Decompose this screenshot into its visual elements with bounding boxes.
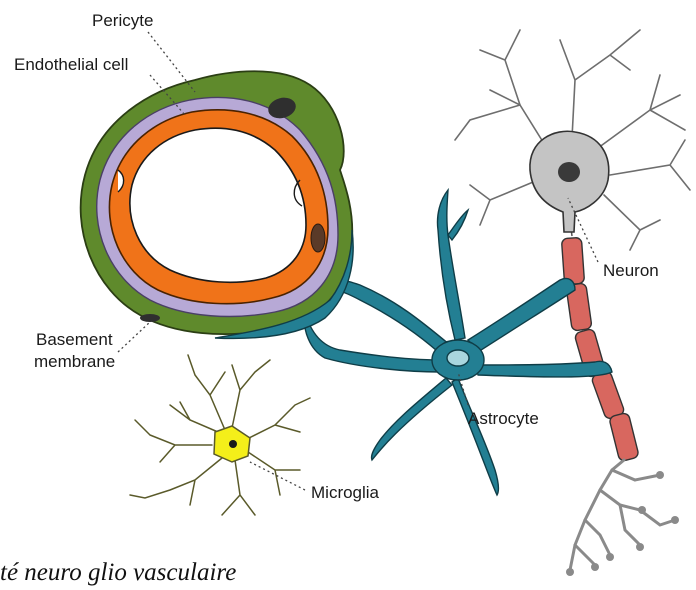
label-microglia: Microglia: [311, 483, 380, 502]
astrocyte-nucleus: [447, 350, 469, 366]
label-neuron: Neuron: [603, 261, 659, 280]
label-endothelial-cell: Endothelial cell: [14, 55, 128, 74]
neuron-cell-body: [530, 131, 609, 232]
label-astrocyte: Astrocyte: [468, 409, 539, 428]
label-basement-line2: membrane: [34, 352, 115, 371]
axon: [561, 205, 639, 462]
blood-vessel: [81, 71, 353, 338]
label-basement-line1: Basement: [36, 330, 113, 349]
caption-text: té neuro glio vasculaire: [0, 556, 696, 590]
endothelial-nucleus: [311, 224, 325, 252]
microglia: [130, 355, 310, 515]
neuron-nucleus: [558, 162, 580, 182]
label-pericyte: Pericyte: [92, 11, 153, 30]
